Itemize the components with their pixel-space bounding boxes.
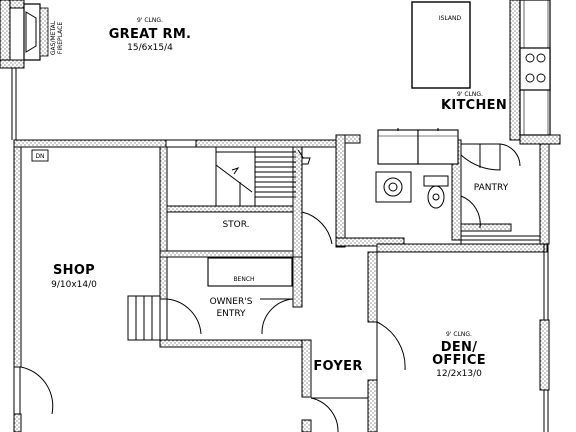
shop-dims: 9/10x14/0 — [51, 280, 97, 290]
island — [411, 1, 471, 89]
fireplace: GAS/METAL FIREPLACE — [23, 3, 64, 61]
den-name-line2: OFFICE — [432, 353, 486, 368]
great-room-dims: 15/6x15/4 — [127, 43, 173, 53]
laundry-units — [377, 128, 459, 165]
island-label: ISLAND — [439, 15, 462, 22]
kitchen-fixtures — [411, 0, 551, 136]
room-labels: 9' CLNG. GREAT RM. 15/6x15/4 ISLAND 9' C… — [51, 15, 509, 379]
shop-name: SHOP — [53, 263, 95, 278]
foyer-name: FOYER — [313, 359, 362, 374]
cooktop — [519, 47, 551, 91]
den-dims: 12/2x13/0 — [436, 369, 482, 379]
pantry-fixtures — [460, 143, 540, 241]
pantry-name: PANTRY — [474, 183, 509, 193]
great-room-name: GREAT RM. — [109, 27, 192, 42]
door-swings — [20, 143, 521, 432]
thin-lines — [11, 68, 549, 432]
dn-label: DN — [35, 153, 44, 160]
great-room-ceiling: 9' CLNG. — [137, 17, 163, 24]
powder-room-fixtures — [375, 171, 449, 209]
fireplace-label-line2: FIREPLACE — [57, 22, 64, 54]
fireplace-label-line1: GAS/METAL — [50, 20, 57, 55]
kitchen-name: KITCHEN — [441, 98, 507, 113]
walls — [0, 0, 561, 432]
kitchen-ceiling: 9' CLNG. — [457, 91, 483, 98]
stor-name: STOR. — [222, 220, 249, 230]
stairs — [215, 147, 311, 206]
den-name-line1: DEN/ — [441, 340, 478, 355]
den-ceiling: 9' CLNG. — [446, 331, 472, 338]
down-stairs-tag: DN — [31, 149, 49, 162]
bench-label: BENCH — [233, 276, 254, 283]
shop-cabinet — [127, 295, 161, 341]
owners-entry-line1: OWNER'S — [210, 297, 253, 307]
owners-entry-line2: ENTRY — [216, 309, 246, 319]
bench — [207, 257, 293, 287]
